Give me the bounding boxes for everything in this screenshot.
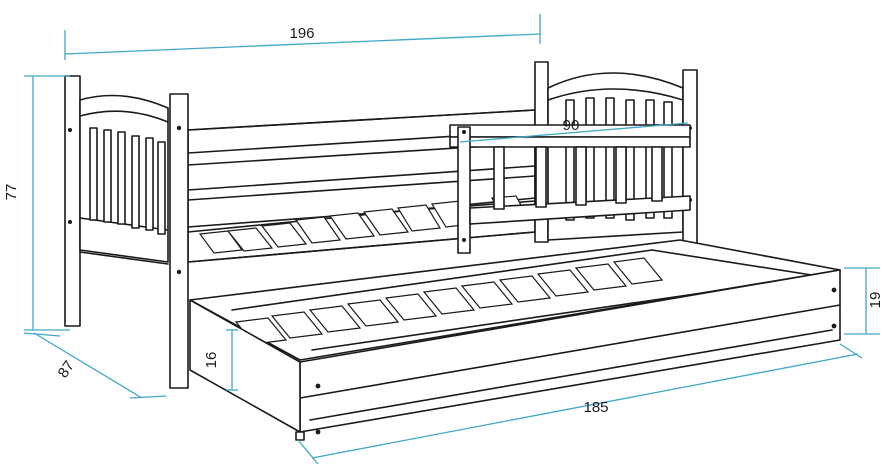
dim-length-label: 196 (289, 25, 314, 42)
dim-guard-rail: 90 (459, 117, 689, 143)
dim-trundle-length-label: 185 (583, 399, 608, 416)
guard-rail-spindles (493, 146, 663, 210)
dim-depth-label: 87 (55, 358, 78, 381)
trundle-slats (234, 257, 664, 345)
dim-length: 196 (64, 14, 541, 60)
dim-drawer-side: 16 (203, 329, 238, 391)
dim-trundle-height-label: 19 (867, 292, 884, 309)
dim-drawer-side-label: 16 (203, 352, 220, 369)
dim-height: 77 (3, 75, 70, 331)
left-headboard-spindles (89, 127, 166, 235)
trundle-drawer (189, 239, 841, 441)
dim-height-label: 77 (3, 184, 20, 201)
back-left-post (64, 75, 81, 327)
dim-trundle-length: 185 (297, 343, 863, 465)
dim-trundle-height: 19 (844, 267, 884, 335)
dim-depth: 87 (23, 332, 167, 399)
left-headboard (68, 93, 189, 389)
dim-guard-rail-label: 90 (563, 117, 580, 134)
